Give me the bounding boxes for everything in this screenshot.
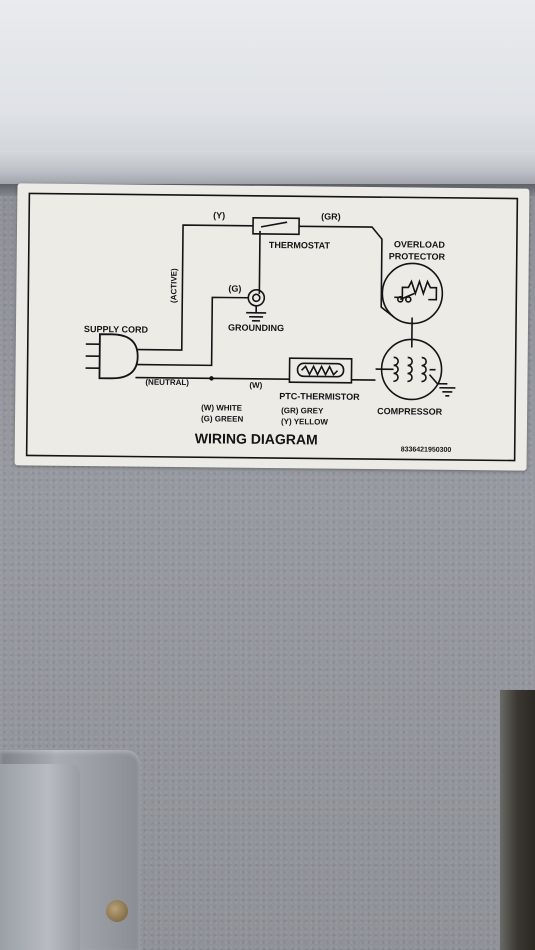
- overload-label-1: OVERLOAD: [394, 239, 446, 250]
- wire-label-g: (G): [228, 284, 241, 294]
- diagram-title: WIRING DIAGRAM: [195, 430, 318, 447]
- wire-label-gr: (GR): [321, 212, 341, 222]
- plug-icon: [85, 333, 139, 380]
- supply-cord-label: SUPPLY CORD: [84, 324, 149, 335]
- serial-number: 8336421950300: [401, 446, 452, 454]
- ptc-label: PTC-THERMISTOR: [279, 391, 360, 402]
- lid-edge: [0, 150, 535, 186]
- junction-dot: [209, 376, 214, 381]
- wire-label-w: (W): [249, 381, 262, 390]
- grounding-label: GROUNDING: [228, 323, 284, 334]
- compressor-label: COMPRESSOR: [377, 406, 443, 417]
- wiring-diagram: (Y) (GR) THERMOSTAT OVERLOAD PROTECTOR (…: [25, 192, 519, 462]
- screw-icon: [106, 900, 128, 922]
- label-border: [25, 192, 519, 462]
- bracket-inner: [0, 764, 80, 950]
- legend-white: (W) WHITE: [201, 403, 243, 412]
- legend-yellow: (Y) YELLOW: [281, 417, 329, 426]
- wiring-lines: [125, 216, 456, 401]
- wire-label-y: (Y): [213, 210, 225, 220]
- appliance-lid: [0, 0, 535, 160]
- thermostat-label: THERMOSTAT: [269, 240, 331, 251]
- legend-green: (G) GREEN: [201, 414, 244, 423]
- overload-label-2: PROTECTOR: [389, 251, 446, 262]
- active-label: (ACTIVE): [169, 268, 178, 303]
- legend-grey: (GR) GREY: [281, 406, 324, 415]
- neutral-label: (NEUTRAL): [145, 378, 189, 387]
- panel-edge: [500, 690, 535, 950]
